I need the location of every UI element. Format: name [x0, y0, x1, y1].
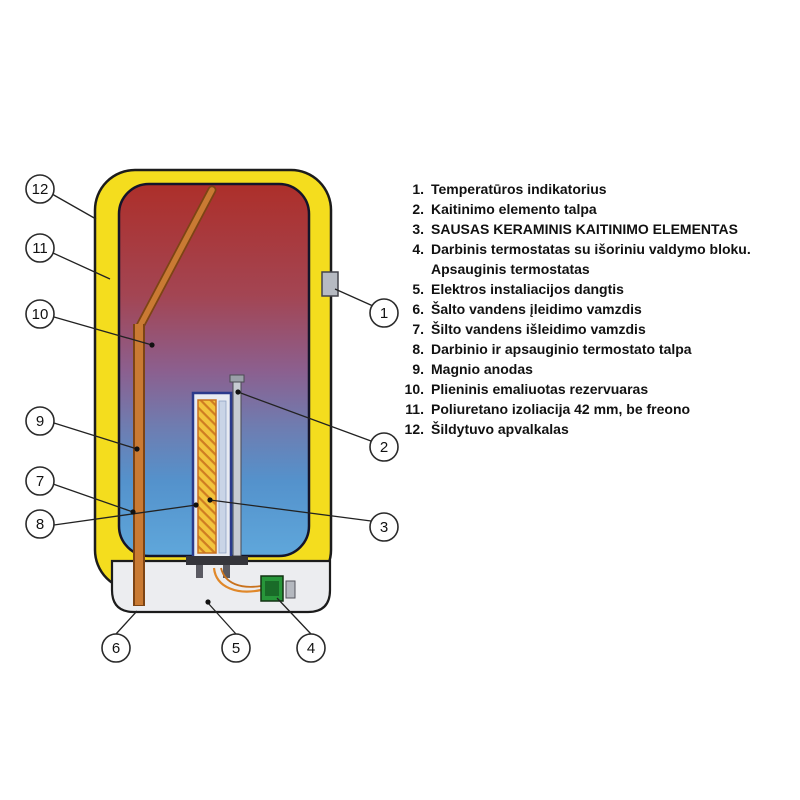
leader-lines [51, 193, 374, 635]
leader-dot-3 [207, 497, 213, 503]
ceramic-element-shape [197, 399, 217, 554]
leader-line-9 [53, 422, 138, 450]
legend-text: Poliuretano izoliacija 42 mm, be freono [431, 401, 691, 417]
legend-num: 2. [412, 201, 424, 217]
legend-num: 9. [412, 361, 424, 377]
legend-text: SAUSAS KERAMINIS KAITINIMO ELEMENTAS [431, 221, 738, 237]
legend-text: Šalto vandens įleidimo vamzdis [431, 301, 642, 317]
svg-text:2: 2 [380, 439, 388, 456]
legend-item-11: 11. Poliuretano izoliacija 42 mm, be fre… [398, 399, 792, 419]
wire-shape-2 [220, 567, 262, 588]
leader-line-1 [334, 288, 374, 307]
svg-text:5: 5 [232, 640, 240, 657]
legend-text: Darbinis termostatas su išoriniu valdymo… [431, 241, 751, 277]
svg-text:4: 4 [307, 640, 315, 657]
legend-text: Elektros instaliacijos dangtis [431, 281, 624, 297]
legend-text: Magnio anodas [431, 361, 533, 377]
legend-num: 10. [404, 381, 424, 397]
leader-line-8 [53, 504, 197, 526]
temperature-indicator-shape [321, 271, 339, 297]
legend-num: 8. [412, 341, 424, 357]
legend-item-12: 12. Šildytuvo apvalkalas [398, 419, 792, 439]
legend-item-4: 4. Darbinis termostatas su išoriniu vald… [398, 239, 792, 279]
thermostat-tube-cap [229, 374, 245, 383]
leader-line-5 [207, 602, 237, 635]
svg-text:9: 9 [36, 413, 44, 430]
callout-3: 3 [369, 512, 399, 542]
legend-item-2: 2. Kaitinimo elemento talpa [398, 199, 792, 219]
leader-dot-8 [193, 502, 199, 508]
leader-line-3 [209, 499, 372, 522]
callout-5: 5 [221, 633, 251, 663]
svg-text:6: 6 [112, 640, 120, 657]
pipe-diagonal-shape [136, 187, 215, 331]
legend-item-7: 7. Šilto vandens išleidimo vamzdis [398, 319, 792, 339]
legend-num: 3. [412, 221, 424, 237]
legend-num: 6. [412, 301, 424, 317]
svg-text:12: 12 [32, 181, 49, 198]
leader-line-11 [52, 252, 111, 280]
flange-screw-right [223, 565, 230, 578]
callout-10: 10 [25, 299, 55, 329]
legend-text: Plieninis emaliuotas rezervuaras [431, 381, 649, 397]
svg-text:1: 1 [380, 305, 388, 322]
legend-item-5: 5. Elektros instaliacijos dangtis [398, 279, 792, 299]
leader-line-10 [53, 316, 153, 346]
legend-item-9: 9. Magnio anodas [398, 359, 792, 379]
legend-item-1: 1. Temperatūros indikatorius [398, 179, 792, 199]
leader-dot-2 [235, 389, 241, 395]
leader-dot-9 [134, 446, 140, 452]
legend-text: Šildytuvo apvalkalas [431, 421, 569, 437]
callout-6: 6 [101, 633, 131, 663]
callout-1: 1 [369, 298, 399, 328]
thermostat-connector-shape [285, 580, 296, 599]
legend-num: 5. [412, 281, 424, 297]
flange-screw-left [196, 565, 203, 578]
callout-4: 4 [296, 633, 326, 663]
element-flange-shape [186, 556, 248, 565]
leader-dot-7 [130, 509, 136, 515]
callout-9: 9 [25, 406, 55, 436]
callout-2: 2 [369, 432, 399, 462]
legend-item-8: 8. Darbinio ir apsauginio termostato tal… [398, 339, 792, 359]
svg-text:7: 7 [36, 473, 44, 490]
svg-text:8: 8 [36, 516, 44, 533]
element-sheath-shape [218, 400, 227, 554]
thermostat-block-inner [265, 581, 279, 596]
legend-num: 1. [412, 181, 424, 197]
legend: 1. Temperatūros indikatorius 2. Kaitinim… [398, 179, 792, 439]
leader-dot-5 [205, 599, 211, 605]
callouts: 12 11 10 9 7 8 [25, 174, 399, 663]
leader-line-2 [237, 391, 372, 442]
legend-num: 7. [412, 321, 424, 337]
leader-line-6 [115, 610, 138, 635]
legend-text: Darbinio ir apsauginio termostato talpa [431, 341, 692, 357]
callout-7: 7 [25, 466, 55, 496]
svg-text:3: 3 [380, 519, 388, 536]
leader-line-4 [276, 597, 312, 635]
callout-12: 12 [25, 174, 55, 204]
legend-text: Kaitinimo elemento talpa [431, 201, 597, 217]
svg-text:10: 10 [32, 306, 49, 323]
thermostat-tube-shape [232, 379, 242, 557]
leader-line-12 [51, 193, 97, 220]
legend-text: Temperatūros indikatorius [431, 181, 607, 197]
legend-item-6: 6. Šalto vandens įleidimo vamzdis [398, 299, 792, 319]
callout-8: 8 [25, 509, 55, 539]
legend-item-3: 3. SAUSAS KERAMINIS KAITINIMO ELEMENTAS [398, 219, 792, 239]
wire-shape [212, 567, 262, 593]
leader-dots [130, 342, 241, 605]
legend-num: 12. [404, 421, 424, 437]
legend-text: Šilto vandens išleidimo vamzdis [431, 321, 646, 337]
leader-dot-10 [149, 342, 155, 348]
legend-item-10: 10. Plieninis emaliuotas rezervuaras [398, 379, 792, 399]
leader-line-7 [52, 483, 134, 513]
legend-num: 11. [405, 401, 424, 417]
callout-11: 11 [25, 233, 55, 263]
legend-num: 4. [412, 241, 424, 257]
svg-text:11: 11 [32, 240, 48, 257]
